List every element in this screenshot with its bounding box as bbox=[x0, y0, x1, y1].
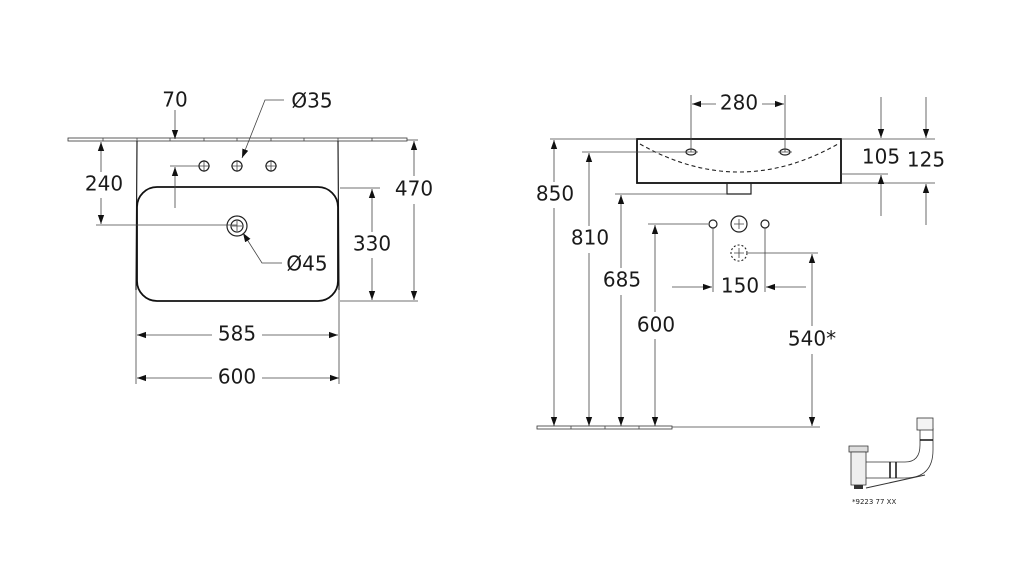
trap-illustration: *9223 77 XX bbox=[848, 417, 934, 506]
dim-tap-offset: 70 bbox=[162, 88, 187, 112]
dim-supply-spacing: 150 bbox=[721, 274, 759, 298]
dim-waste-height: 540* bbox=[788, 327, 836, 351]
dim-outer-height: 125 bbox=[907, 148, 945, 172]
dim-hole-spacing: 280 bbox=[720, 91, 758, 115]
drain-hole bbox=[226, 215, 248, 237]
dim-drain-height: 685 bbox=[603, 268, 641, 292]
wall-line bbox=[67, 137, 408, 142]
plan-view: 70 Ø35 240 Ø45 330 470 585 600 bbox=[67, 88, 433, 389]
dim-supply-height: 600 bbox=[637, 313, 675, 337]
dim-hole-height: 810 bbox=[571, 226, 609, 250]
tap-holes bbox=[198, 160, 277, 172]
dim-total-width: 600 bbox=[218, 365, 256, 389]
dim-bowl-depth: 330 bbox=[353, 232, 391, 256]
dim-total-depth: 470 bbox=[395, 177, 433, 201]
dim-tap-to-drain: 240 bbox=[85, 172, 123, 196]
dim-top-height: 850 bbox=[536, 182, 574, 206]
dim-tap-hole: Ø35 bbox=[291, 89, 332, 113]
floor-line bbox=[536, 425, 820, 430]
supply-points bbox=[708, 215, 770, 262]
basin-side bbox=[636, 138, 842, 195]
trap-caption: *9223 77 XX bbox=[852, 498, 896, 506]
side-view: 280 105 125 850 810 685 600 bbox=[536, 91, 945, 430]
dim-drain-hole: Ø45 bbox=[286, 252, 327, 276]
dim-bowl-width: 585 bbox=[218, 322, 256, 346]
basin-outline bbox=[135, 140, 340, 302]
dim-inner-height: 105 bbox=[862, 145, 900, 169]
